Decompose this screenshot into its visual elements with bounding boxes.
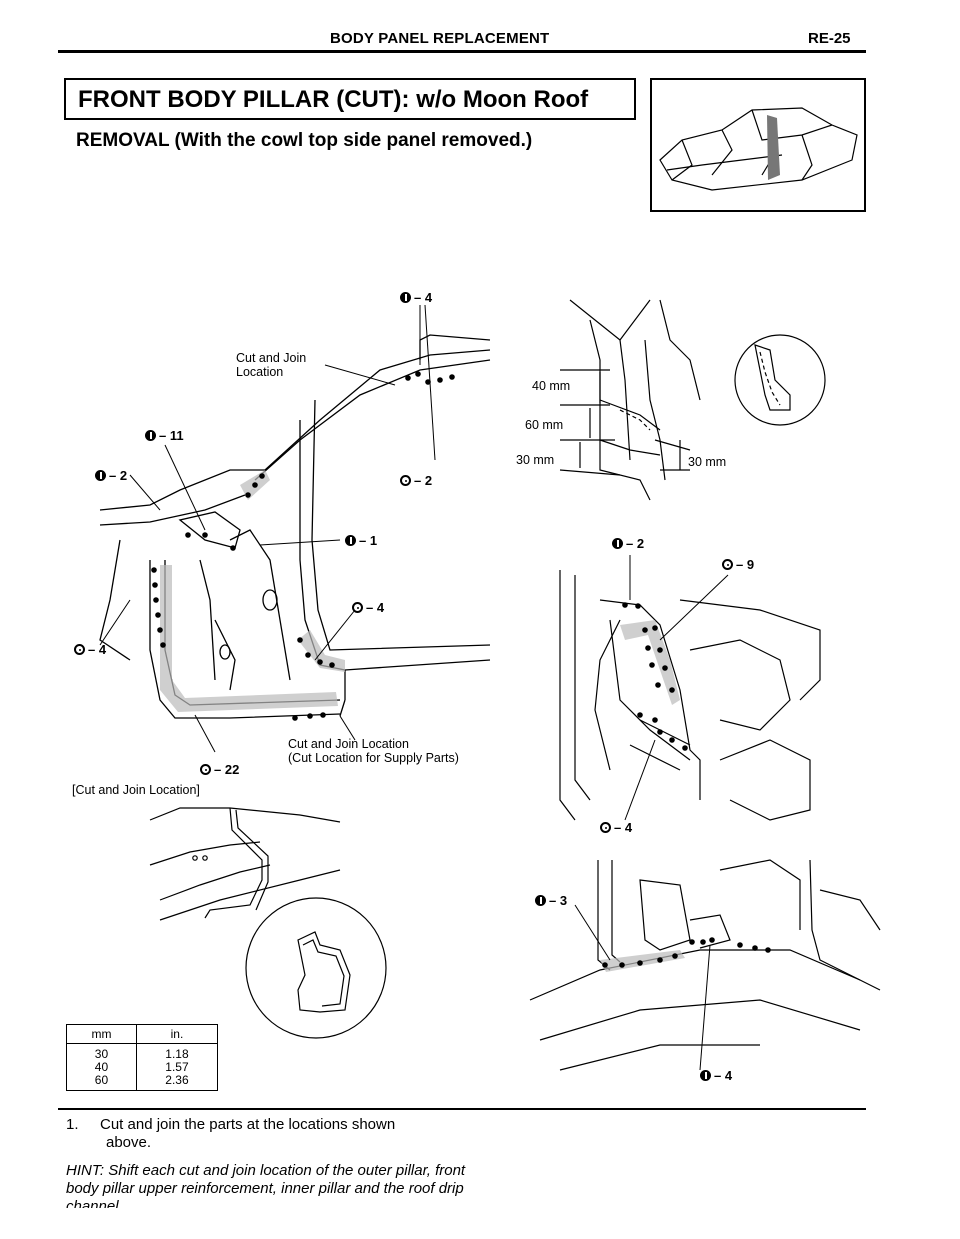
car-body-illustration xyxy=(659,107,858,191)
cut-join-section-label: [Cut and Join Location] xyxy=(72,783,200,797)
main-pillar-diagram xyxy=(99,334,491,719)
filled-circle-icon xyxy=(145,430,156,441)
mid-weld-code-2: – 2 xyxy=(612,536,644,551)
open-circle-icon xyxy=(352,602,363,613)
page-number: RE-25 xyxy=(808,30,851,47)
weld-code-right-2: – 2 xyxy=(400,473,432,488)
open-circle-icon xyxy=(74,644,85,655)
floor-weld-code-3: – 3 xyxy=(535,893,567,908)
weld-code-left-2: – 2 xyxy=(95,468,127,483)
filled-circle-icon xyxy=(612,538,623,549)
dim-30mm-left: 30 mm xyxy=(516,453,555,467)
open-circle-icon xyxy=(400,475,411,486)
dimension-detail-diagram xyxy=(559,299,826,501)
floor-weld-code-4: – 4 xyxy=(700,1068,732,1083)
main-weld-dots xyxy=(151,371,455,721)
cut-join-label-top: Cut and Join Location xyxy=(236,351,307,379)
filled-circle-icon xyxy=(95,470,106,481)
weld-code-right-4: – 4 xyxy=(352,600,384,615)
filled-circle-icon xyxy=(400,292,411,303)
floor-detail-diagram xyxy=(529,859,881,1071)
header-title: BODY PANEL REPLACEMENT xyxy=(330,30,550,47)
main-leader-lines xyxy=(99,304,436,753)
cowl-side-detail-diagram xyxy=(559,570,821,821)
weld-code-1: – 1 xyxy=(345,533,377,548)
section-title: FRONT BODY PILLAR (CUT): w/o Moon Roof xyxy=(64,78,636,120)
removal-heading: REMOVAL (With the cowl top side panel re… xyxy=(76,130,533,151)
filled-circle-icon xyxy=(700,1070,711,1081)
highlighted-pillar xyxy=(767,115,780,180)
mm-values-cell: 30 40 60 xyxy=(66,1043,137,1091)
mid-weld-code-4: – 4 xyxy=(600,820,632,835)
weld-code-22: – 22 xyxy=(200,762,239,777)
cut-join-label-bottom: Cut and Join Location (Cut Location for … xyxy=(288,737,459,765)
dim-30mm-right: 30 mm xyxy=(688,455,727,469)
filled-circle-icon xyxy=(535,895,546,906)
weld-code-11: – 11 xyxy=(145,428,184,443)
mid-leader-lines xyxy=(624,555,729,821)
floor-weld-band xyxy=(600,950,685,972)
filled-circle-icon xyxy=(345,535,356,546)
mid-weld-dots xyxy=(622,602,688,751)
table-header-in: in. xyxy=(135,1024,219,1044)
pillar-weld-band xyxy=(298,630,345,672)
cut-join-section-diagram xyxy=(149,807,387,1039)
vehicle-thumbnail xyxy=(650,78,866,212)
hint-text: HINT: Shift each cut and join location o… xyxy=(66,1162,466,1208)
step-1: 1.Cut and join the parts at the location… xyxy=(66,1116,396,1151)
weld-code-top: – 4 xyxy=(400,290,432,305)
weld-code-left-4: – 4 xyxy=(74,642,106,657)
open-circle-icon xyxy=(722,559,733,570)
dim-40mm: 40 mm xyxy=(532,379,571,393)
mid-weld-band xyxy=(620,620,680,705)
in-values-cell: 1.18 1.57 2.36 xyxy=(135,1043,219,1091)
main-weld-band xyxy=(160,565,338,712)
dim-60mm: 60 mm xyxy=(525,418,564,432)
table-header-mm: mm xyxy=(66,1024,137,1044)
header-rule xyxy=(58,50,866,53)
unit-conversion-table: mm in. 30 40 60 1.18 1.57 2.36 xyxy=(66,1024,219,1091)
floor-leader-lines xyxy=(574,904,711,1071)
floor-weld-dots xyxy=(602,937,771,968)
open-circle-icon xyxy=(200,764,211,775)
section-rule xyxy=(58,1108,866,1110)
mid-weld-code-9: – 9 xyxy=(722,557,754,572)
open-circle-icon xyxy=(600,822,611,833)
